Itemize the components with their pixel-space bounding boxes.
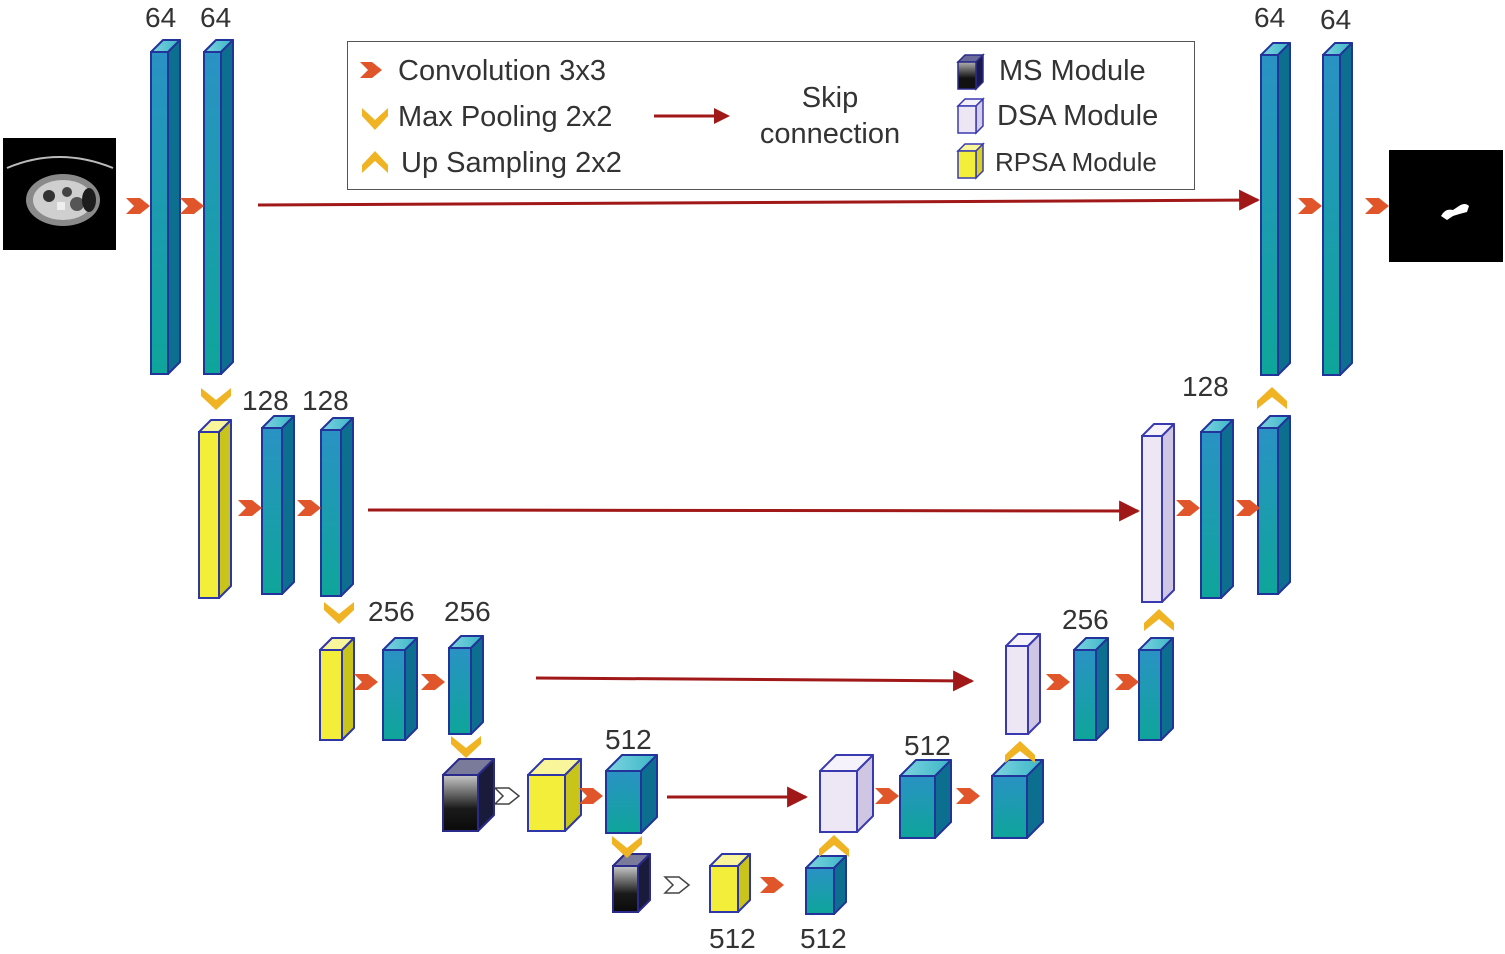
skip-connection-arrow-icon [654, 108, 730, 124]
conv-arrow-15 [956, 788, 980, 804]
enc4-rpsa-block [527, 758, 582, 832]
channel-label-enc2b: 128 [302, 385, 349, 416]
enc2-conv-block-a [261, 415, 295, 595]
ms-module-cube-icon [956, 53, 985, 91]
enc2-conv-block-b [320, 417, 354, 597]
conv-arrow-11 [1046, 674, 1070, 690]
legend-upsample-label: Up Sampling 2x2 [401, 147, 622, 179]
max-pool-chevron-4 [612, 836, 642, 858]
dec3-dsa-block [1005, 633, 1041, 735]
channel-label-dec4: 512 [904, 730, 951, 761]
enc3-conv-block-b [448, 635, 484, 735]
skip-label-line1: Skip [801, 82, 859, 114]
conv-arrow-14 [875, 788, 899, 804]
max-pooling-chevron-icon [362, 108, 388, 130]
convolution-arrow-icon [360, 62, 382, 78]
channel-label-dec1b: 64 [1320, 4, 1352, 35]
up-sample-chevron-2 [1144, 609, 1174, 631]
up-sample-chevron-3 [1005, 741, 1035, 763]
channel-label-enc2a: 128 [242, 385, 289, 416]
legend-box [347, 41, 1195, 190]
channel-label-enc1a: 64 [145, 2, 177, 33]
enc1-conv-block-b [203, 39, 234, 375]
up-sample-chevron-4 [819, 835, 849, 857]
skip-label-line2: connection [759, 118, 901, 150]
rpsa-module-cube-icon [956, 142, 985, 180]
channel-label-dec3: 256 [1062, 604, 1109, 635]
max-pool-chevron-3 [451, 736, 481, 758]
conv-arrow-6 [297, 500, 321, 516]
ms-output-arrow-1 [493, 787, 521, 805]
dec4-conv-block-a [899, 759, 952, 839]
enc1-conv-block-a [150, 39, 181, 375]
channel-label-bottom-b: 512 [800, 923, 847, 954]
legend-skip-label: Skip connection [740, 80, 920, 152]
max-pool-chevron-1 [201, 388, 231, 410]
conv-arrow-3 [1298, 198, 1322, 214]
conv-arrow-5 [238, 500, 262, 516]
conv-arrow-16 [760, 877, 784, 893]
up-sample-chevron-1 [1257, 387, 1287, 409]
enc3-conv-block-a [382, 637, 418, 741]
legend-ms-label: MS Module [999, 55, 1146, 87]
channel-label-dec2: 128 [1182, 371, 1229, 402]
dec2-conv-block-a [1200, 419, 1234, 599]
max-pool-chevron-2 [324, 602, 354, 624]
dec1-conv-block-a [1260, 42, 1291, 376]
dec4-conv-block-b [991, 759, 1044, 839]
conv-arrow-10 [421, 674, 445, 690]
bottom-conv-block [805, 855, 847, 915]
bottom-ms-block [612, 853, 651, 913]
conv-arrow-9 [354, 674, 378, 690]
legend-rpsa-label: RPSA Module [995, 147, 1157, 177]
channel-label-bottom-a: 512 [709, 923, 756, 954]
skip-connection-3 [535, 670, 975, 692]
dec1-conv-block-b [1322, 42, 1353, 376]
conv-arrow-4 [1365, 198, 1389, 214]
conv-arrow-12 [1115, 674, 1139, 690]
channel-label-enc3a: 256 [368, 596, 415, 627]
dec3-conv-block-a [1073, 637, 1109, 741]
dec4-dsa-block [819, 754, 874, 833]
channel-label-enc3b: 256 [444, 596, 491, 627]
conv-arrow-13 [579, 788, 603, 804]
legend-dsa-label: DSA Module [997, 100, 1159, 132]
ms-output-arrow-2 [663, 876, 691, 894]
enc3-rpsa-block [319, 637, 355, 741]
output-mask-image [1389, 150, 1503, 262]
skip-connection-2 [367, 500, 1141, 522]
enc4-ms-block [442, 758, 495, 832]
dec2-conv-block-b [1257, 415, 1291, 595]
up-sampling-chevron-icon [362, 151, 388, 173]
conv-arrow-7 [1176, 500, 1200, 516]
segmentation-mask-icon [1441, 204, 1469, 220]
ct-scan-icon [6, 156, 114, 226]
dec3-conv-block-b [1138, 637, 1174, 741]
input-ct-image [3, 138, 116, 250]
legend-maxpool-label: Max Pooling 2x2 [398, 101, 613, 133]
enc4-conv-block [605, 754, 658, 834]
conv-arrow-8 [1236, 500, 1260, 516]
enc2-rpsa-block [198, 419, 232, 599]
skip-connection-1 [257, 189, 1261, 211]
bottom-rpsa-block [709, 853, 751, 913]
conv-arrow-2 [180, 198, 204, 214]
channel-label-enc4: 512 [605, 724, 652, 755]
conv-arrow-1 [126, 198, 150, 214]
channel-label-enc1b: 64 [200, 2, 232, 33]
dsa-module-cube-icon [956, 97, 985, 135]
legend-conv-label: Convolution 3x3 [398, 55, 606, 87]
dec2-dsa-block [1141, 423, 1175, 603]
channel-label-dec1a: 64 [1254, 2, 1286, 33]
